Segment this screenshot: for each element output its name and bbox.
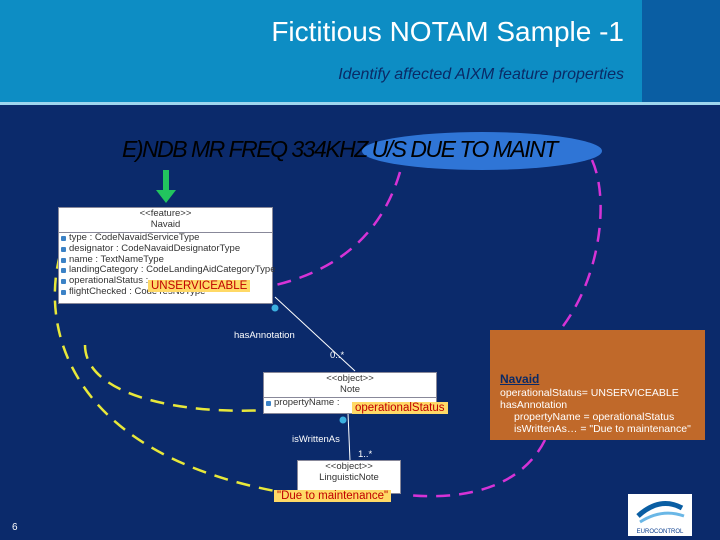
- diamond-2: [339, 416, 347, 424]
- assoc-label-written: isWrittenAs: [292, 434, 340, 445]
- notam-text-prefix: E)NDB MR FREQ 334KHZ: [122, 136, 372, 162]
- assoc-line-written: [347, 412, 351, 462]
- slide-header: Fictitious NOTAM Sample -1 Identify affe…: [0, 0, 720, 105]
- linguistic-stereotype: <<object>>: [325, 461, 373, 472]
- navaid-attr-designator: designator : CodeNavaidDesignatorType: [61, 243, 272, 255]
- slide-title: Fictitious NOTAM Sample -1: [271, 16, 624, 47]
- slide-subtitle: Identify affected AIXM feature propertie…: [338, 66, 624, 83]
- logo-swoosh-icon: [636, 501, 685, 524]
- notam-text-highlight: U/S DUE TO MAINT: [371, 136, 559, 162]
- navaid-attr-flightchecked: flightChecked : CodeYesNoType: [61, 286, 272, 298]
- navaid-attr-landing: landingCategory : CodeLandingAidCategory…: [61, 265, 276, 276]
- linguistic-class-name: LinguisticNote: [319, 472, 379, 483]
- info-line-annotation: hasAnnotation: [500, 399, 568, 411]
- assoc-multiplicity-written: 1..*: [358, 449, 373, 460]
- header-side-band: [642, 0, 720, 102]
- status-callout: UNSERVICEABLE: [148, 280, 251, 292]
- green-arrow-head: [156, 190, 176, 203]
- info-line-status: operationalStatus= UNSERVICEABLE: [500, 387, 679, 399]
- note-class-name: Note: [264, 384, 436, 398]
- linguistic-class-box: <<object>> LinguisticNote: [297, 460, 401, 494]
- notam-highlight-ellipse: [362, 132, 602, 170]
- arrow-to-linguistic-callout: [53, 254, 299, 497]
- note-stereotype: <<object>>: [326, 373, 374, 384]
- page-number: 6: [12, 522, 18, 533]
- info-line-written: isWrittenAs… = "Due to maintenance": [514, 423, 691, 435]
- navaid-attr-name: name : TextNameType: [61, 254, 272, 266]
- linguistic-callout: "Due to maintenance": [274, 490, 392, 502]
- arrow-to-status: [261, 171, 402, 290]
- assoc-multiplicity-annotation: 0..*: [330, 350, 345, 361]
- eurocontrol-logo: EUROCONTROL: [628, 494, 692, 536]
- assoc-line-annotation: [274, 296, 356, 372]
- info-line-property: propertyName = operationalStatus: [514, 411, 675, 423]
- green-arrow-shaft: [163, 170, 169, 192]
- navaid-info-box: Navaid operationalStatus= UNSERVICEABLE …: [490, 330, 705, 440]
- assoc-label-annotation: hasAnnotation: [234, 330, 295, 341]
- arrow-to-note-property: [83, 344, 269, 412]
- info-box-heading: Navaid: [500, 372, 540, 386]
- navaid-stereotype: <<feature>>: [139, 208, 192, 219]
- notam-text: E)NDB MR FREQ 334KHZ U/S DUE TO MAINT: [122, 136, 559, 163]
- arrow-from-info-to-linguistic: [407, 439, 547, 498]
- navaid-attr-type: type : CodeNavaidServiceType: [61, 232, 272, 244]
- logo-text: EUROCONTROL: [636, 529, 684, 535]
- navaid-class-name: Navaid: [59, 219, 272, 233]
- diamond-1: [271, 304, 279, 312]
- note-attr-propertyname: propertyName :: [266, 397, 436, 409]
- navaid-attr-status: operationalStatus :: [61, 275, 272, 287]
- arrow-to-info-box: [559, 159, 602, 331]
- property-callout: operationalStatus: [352, 402, 448, 414]
